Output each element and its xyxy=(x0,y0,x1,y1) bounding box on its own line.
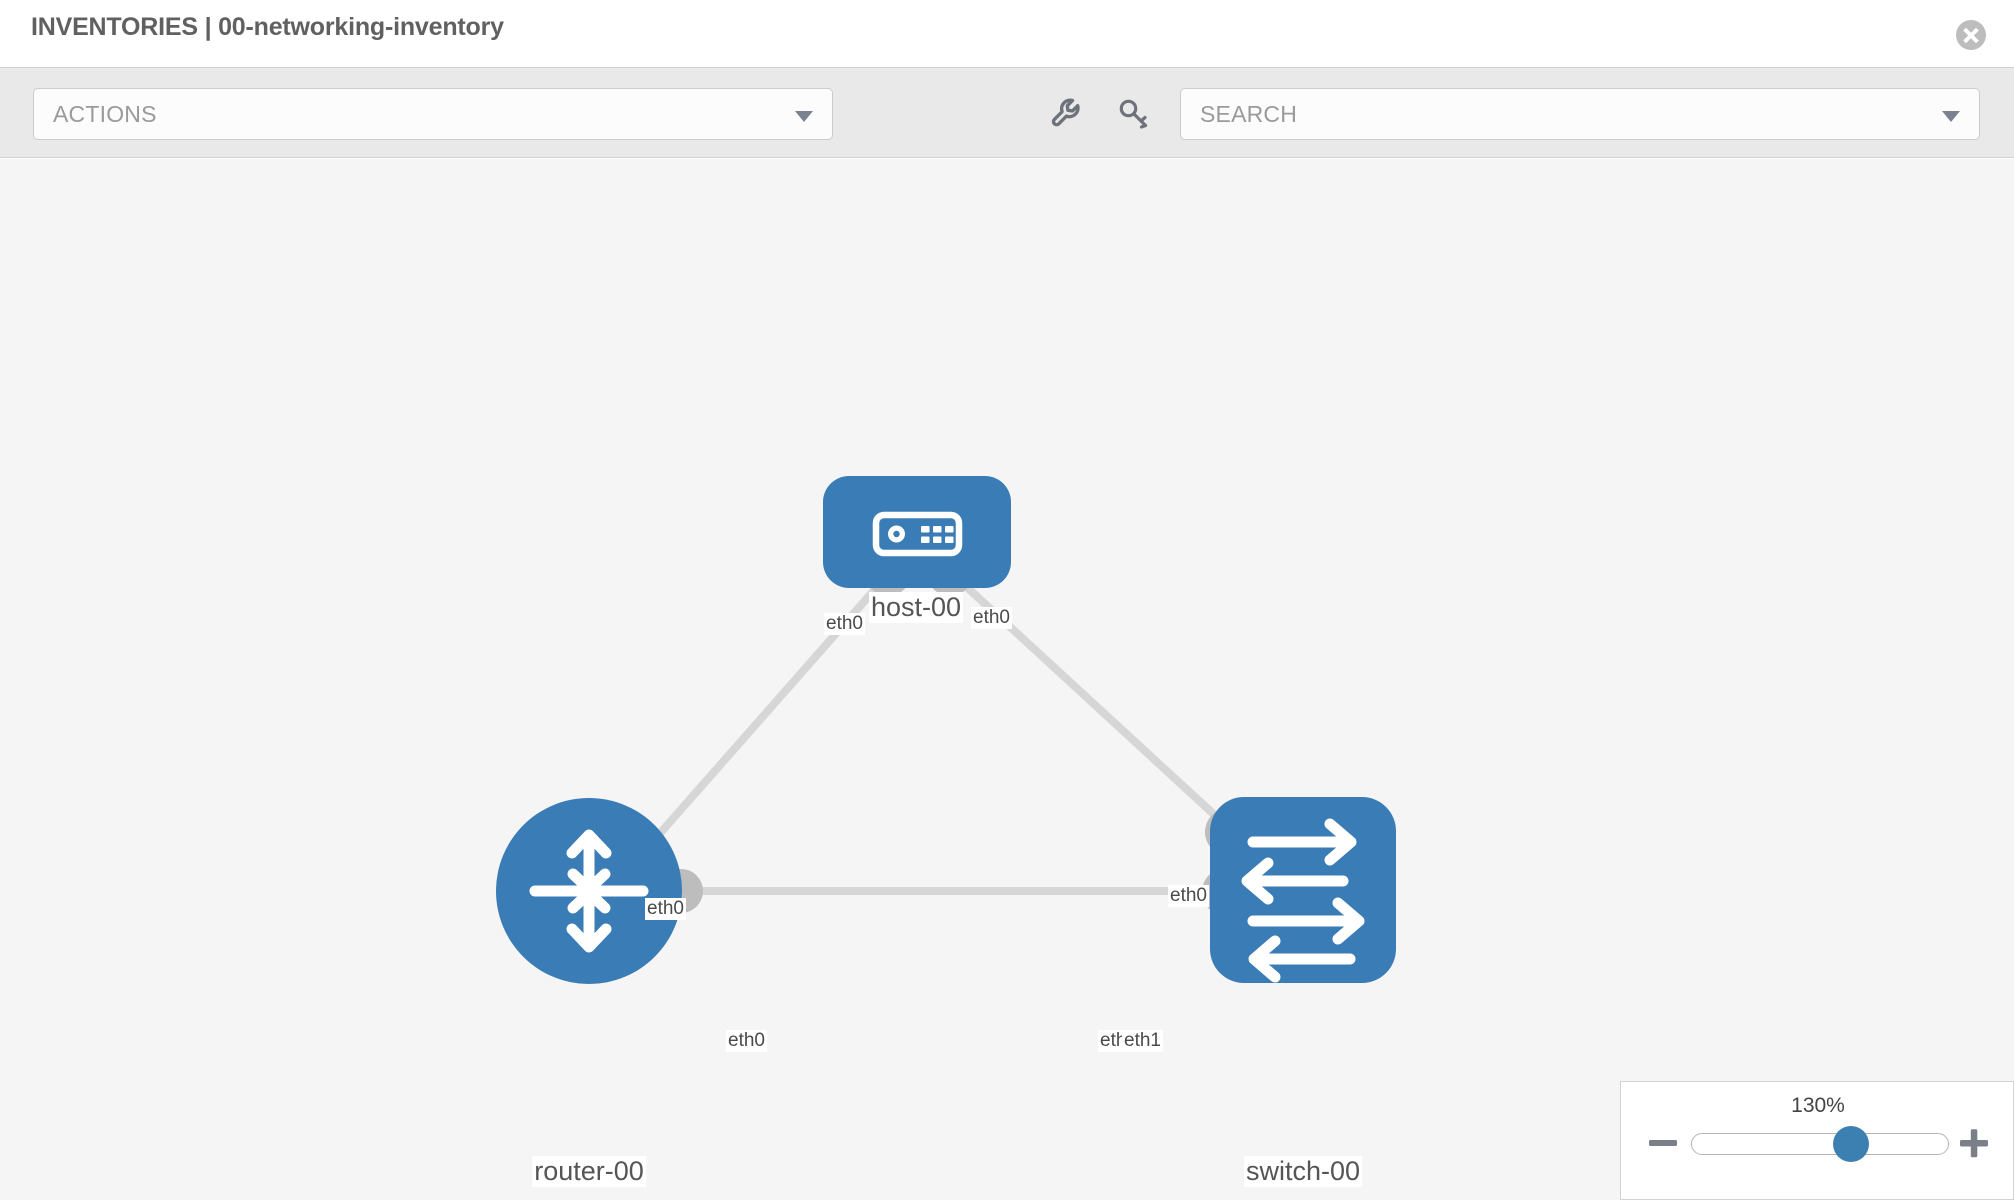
iface-label: eth1 xyxy=(1122,1030,1163,1052)
chevron-down-icon xyxy=(795,111,813,122)
iface-label: eth0 xyxy=(1168,885,1209,907)
zoom-slider-track[interactable] xyxy=(1691,1133,1949,1155)
topology-canvas[interactable]: eth0 eth0 eth0 eth0 eth0 eth0 eth1 host-… xyxy=(0,159,2014,1200)
iface-label: eth0 xyxy=(726,1030,767,1052)
node-label-router: router-00 xyxy=(532,1156,646,1187)
iface-label: eth0 xyxy=(824,613,865,635)
search-placeholder: SEARCH xyxy=(1200,101,1298,127)
iface-label: eth0 xyxy=(971,607,1012,629)
key-icon[interactable] xyxy=(1114,94,1154,134)
server-icon xyxy=(872,511,963,557)
switch-arrows-icon xyxy=(1241,818,1365,983)
topology-links xyxy=(636,575,1236,895)
page-title: INVENTORIES | 00-networking-inventory xyxy=(31,13,504,41)
node-label-switch: switch-00 xyxy=(1243,1156,1363,1187)
actions-dropdown[interactable]: ACTIONS xyxy=(33,88,833,140)
title-bar: INVENTORIES | 00-networking-inventory xyxy=(0,0,2014,68)
node-host-00 xyxy=(823,476,1011,588)
wrench-icon[interactable] xyxy=(1046,94,1086,134)
node-host-shape xyxy=(823,476,1011,588)
iface-label: eth0 xyxy=(645,898,686,920)
minus-icon[interactable] xyxy=(1646,1126,1680,1160)
router-arrows-icon xyxy=(529,829,649,953)
node-label-host: host-00 xyxy=(868,592,964,623)
node-router-00 xyxy=(496,798,682,984)
zoom-level-value: 130% xyxy=(1791,1094,1845,1117)
actions-dropdown-label: ACTIONS xyxy=(53,101,157,127)
zoom-slider-thumb[interactable] xyxy=(1832,1126,1869,1162)
search-input[interactable]: SEARCH xyxy=(1180,88,1980,140)
plus-icon[interactable] xyxy=(1957,1126,1991,1160)
chevron-down-icon[interactable] xyxy=(1942,111,1960,122)
topology-graph xyxy=(496,476,1396,984)
zoom-control: 130% xyxy=(1620,1081,2014,1200)
toolbar: ACTIONS SEARCH xyxy=(0,68,2014,158)
node-switch-00 xyxy=(1210,797,1396,983)
close-icon[interactable] xyxy=(1956,20,1986,50)
